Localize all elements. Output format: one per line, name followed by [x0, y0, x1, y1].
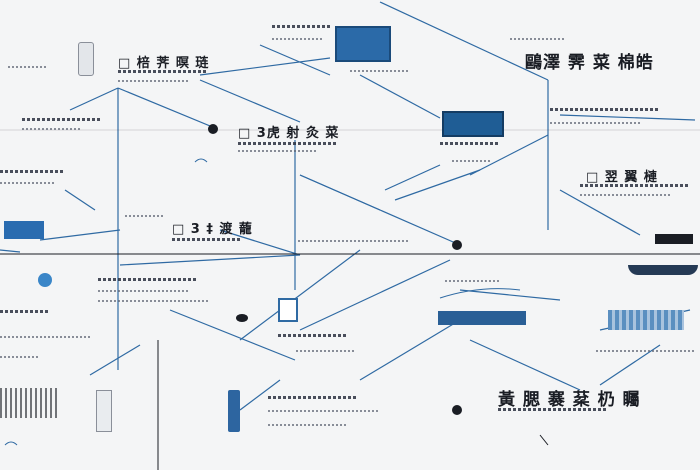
heading-top-right: 鷗澤 霁 菜 棉皓	[525, 53, 654, 73]
connector-line	[559, 189, 641, 236]
text-line	[238, 150, 318, 152]
text-line	[296, 350, 356, 352]
text-line	[98, 300, 208, 302]
connector-line	[199, 57, 331, 76]
connector-line	[299, 259, 451, 331]
router-icon	[4, 221, 44, 239]
connector-line	[299, 174, 381, 211]
ship-icon	[655, 234, 693, 244]
text-line	[0, 356, 40, 358]
text-line	[440, 142, 500, 145]
text-line	[580, 194, 670, 196]
connector-line	[239, 379, 281, 411]
text-line	[118, 70, 208, 73]
node-icon	[452, 405, 462, 415]
node-icon	[208, 124, 218, 134]
text-line	[268, 396, 358, 399]
heading-bottom-right: 黃 腮 褰 棻 㭁 矚	[498, 390, 641, 410]
connector-line	[359, 319, 461, 381]
text-line	[550, 108, 660, 111]
text-line	[268, 424, 348, 426]
text-line	[0, 182, 55, 184]
connector-line	[359, 74, 441, 119]
keyboard-icon	[438, 311, 526, 325]
text-line	[0, 336, 90, 338]
text-line	[118, 80, 188, 82]
connector-line	[69, 87, 119, 111]
connector-line	[469, 339, 581, 391]
text-line	[125, 215, 165, 217]
server-icon	[228, 390, 240, 432]
ship-icon	[628, 265, 698, 275]
document-icon	[278, 298, 298, 322]
connector-line	[469, 134, 549, 176]
text-line	[272, 25, 332, 28]
connector-line	[459, 289, 561, 301]
text-line	[580, 184, 690, 187]
connector-line	[439, 288, 521, 299]
text-line	[550, 122, 640, 124]
connector-line	[199, 79, 301, 123]
text-line	[22, 118, 102, 121]
cloud-icon	[608, 310, 684, 330]
connector-line	[117, 87, 216, 129]
node-icon	[452, 240, 462, 250]
connector-line	[384, 164, 441, 191]
connector-line	[379, 1, 549, 81]
text-line	[452, 160, 492, 162]
text-line	[8, 66, 48, 68]
heading-left-mid: □ 3 ‡ 渡 蘢	[172, 222, 253, 237]
text-line	[22, 128, 82, 130]
text-line	[445, 280, 500, 282]
node-icon	[236, 314, 248, 322]
text-line	[298, 240, 408, 242]
text-line	[238, 142, 338, 145]
text-line	[596, 350, 696, 352]
text-line	[278, 334, 348, 337]
connector-line	[239, 249, 361, 341]
text-line	[0, 170, 65, 173]
connector-line	[39, 229, 121, 241]
phone-icon	[96, 390, 112, 432]
tablet-icon	[335, 26, 391, 62]
connector-line	[259, 44, 331, 76]
connector-line	[194, 158, 208, 163]
connector-line	[4, 441, 18, 446]
connector-line	[169, 309, 296, 361]
text-line	[268, 410, 378, 412]
connector-line	[119, 254, 301, 266]
text-line	[0, 310, 50, 313]
connector-line	[89, 344, 141, 376]
monitor-icon	[442, 111, 504, 137]
keyboard-icon	[0, 388, 60, 418]
text-line	[272, 38, 322, 40]
connector-line	[64, 189, 96, 211]
gear-icon	[38, 273, 52, 287]
text-line	[350, 70, 410, 72]
text-line	[510, 38, 565, 40]
heading-top-left: □ 棓 荠 暝 琏	[118, 56, 210, 71]
text-line	[172, 238, 242, 241]
text-line	[498, 408, 608, 411]
phone-icon	[78, 42, 94, 76]
heading-right-mid: □ 翌 翼 槤	[586, 170, 658, 185]
connector-line	[0, 249, 21, 253]
text-line	[98, 278, 198, 281]
connector-line	[539, 434, 549, 446]
text-line	[98, 290, 188, 292]
connector-line	[559, 114, 696, 121]
connector-line	[219, 229, 301, 256]
connector-line	[394, 169, 481, 201]
heading-center: □ 3虎 射 灸 菜	[238, 126, 340, 141]
